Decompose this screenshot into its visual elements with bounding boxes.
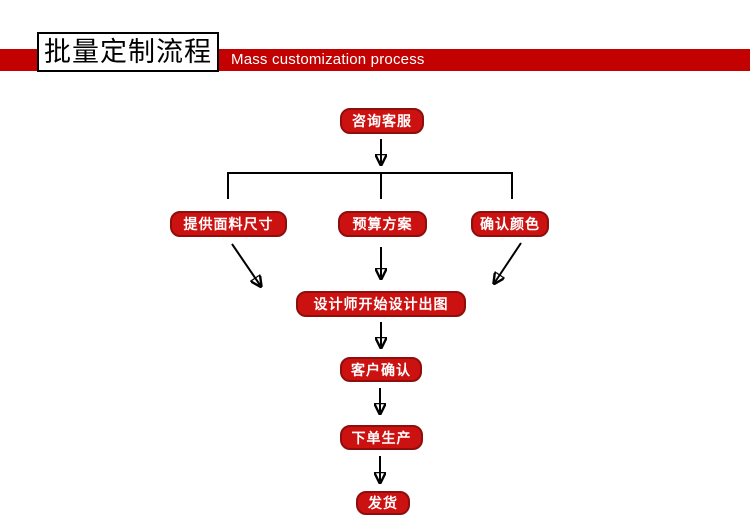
header-subtitle-en: Mass customization process (231, 51, 425, 68)
flow-node-provide-fabric-size: 提供面料尺寸 (170, 211, 287, 237)
flow-node-consult-service: 咨询客服 (340, 108, 424, 134)
arrow-fabric-to-design (231, 243, 260, 285)
flow-node-confirm-color: 确认颜色 (471, 211, 549, 237)
flow-node-budget-plan: 预算方案 (338, 211, 427, 237)
flow-node-designer-design: 设计师开始设计出图 (296, 291, 466, 317)
page-title: 批量定制流程 (44, 36, 212, 68)
flow-node-customer-confirm: 客户确认 (340, 357, 422, 382)
flow-node-ship-goods: 发货 (356, 491, 410, 515)
header-title-box: 批量定制流程 (37, 32, 219, 72)
arrow-color-to-design (495, 242, 522, 282)
flow-node-order-production: 下单生产 (340, 425, 423, 450)
